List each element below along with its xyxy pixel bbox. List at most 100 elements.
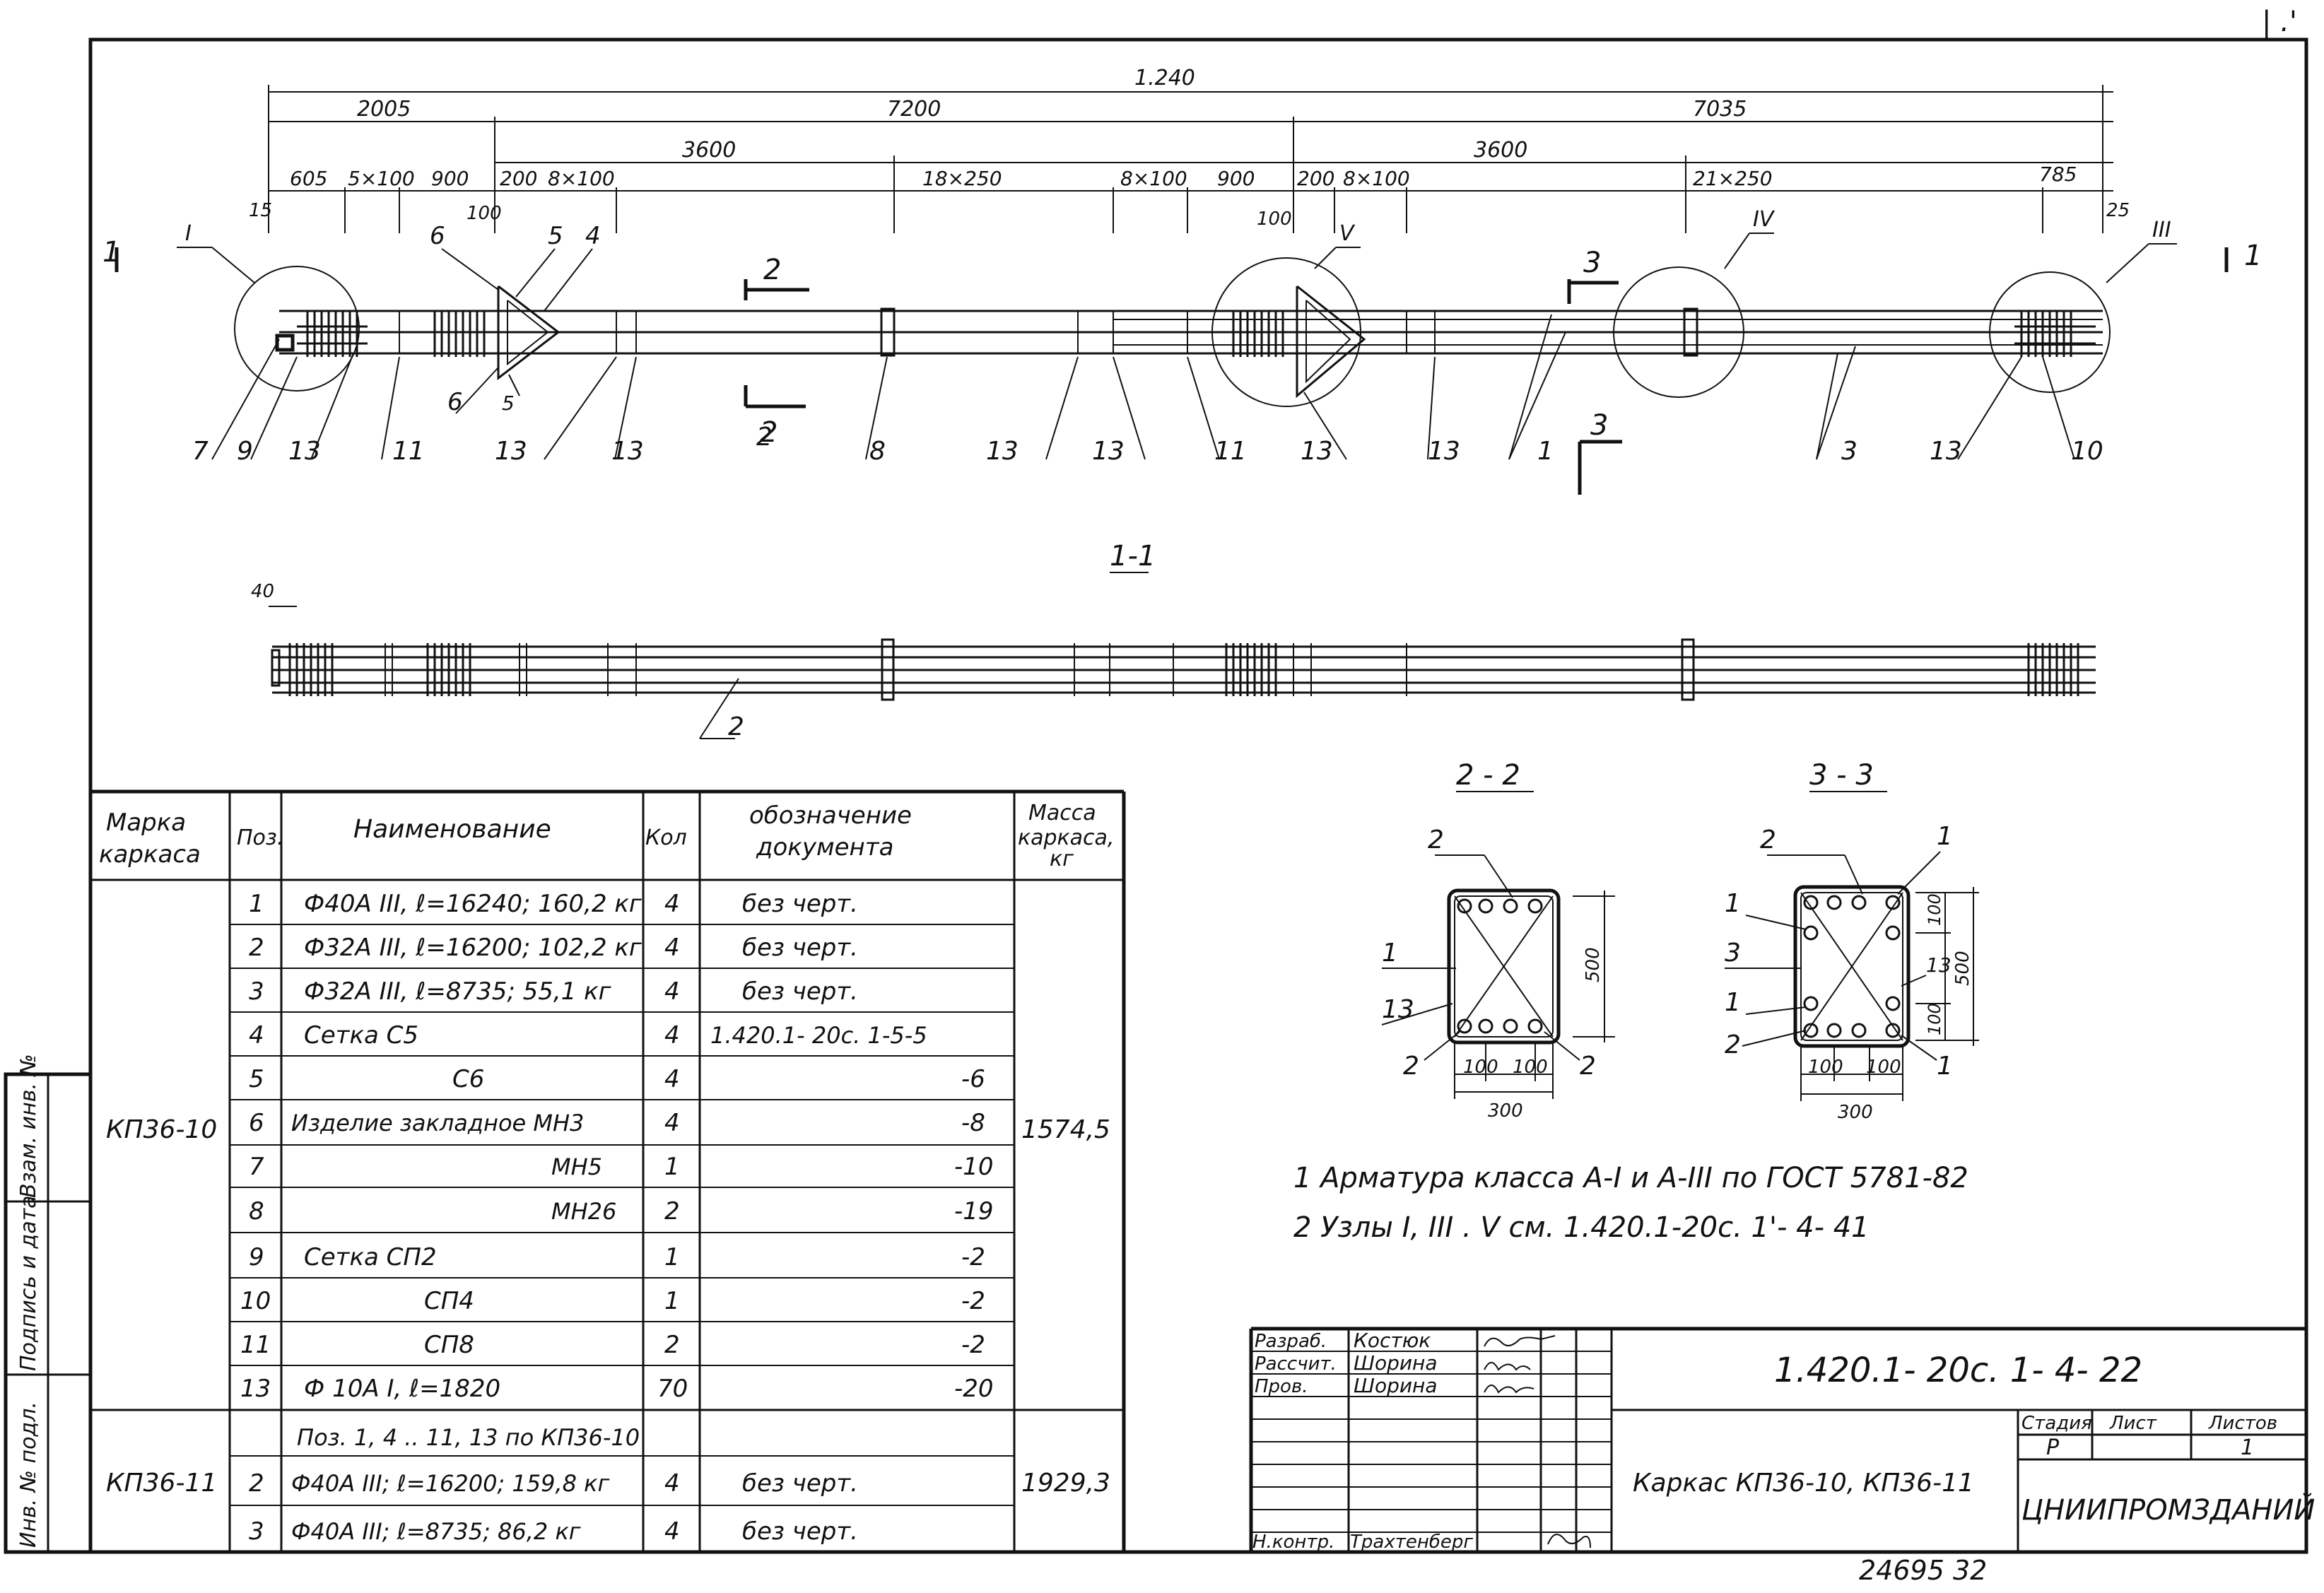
svg-text:Поз. 1, 4 .. 11, 13 по КП36-10: Поз. 1, 4 .. 11, 13 по КП36-10: [297, 1424, 640, 1451]
table-row: 10 СП4 1 -2: [240, 1287, 985, 1315]
dim-2005: 2005: [357, 97, 411, 122]
svg-text:8: 8: [249, 1197, 264, 1225]
dim-900-right: 900: [1217, 167, 1255, 190]
note-1: 1 Арматура класса А-I и А-III по ГОСТ 57…: [1293, 1162, 1968, 1194]
plan-view: 1.240 2005 7200 7035 3600 3600 605 5×100…: [102, 66, 2262, 495]
svg-text:9: 9: [249, 1243, 264, 1271]
svg-text:5: 5: [249, 1065, 264, 1093]
dim-7035: 7035: [1693, 97, 1747, 122]
tb-stage: Р: [2046, 1435, 2060, 1460]
stirrup-cluster-right: [2014, 311, 2096, 357]
callout-13-f: 13: [1301, 437, 1333, 466]
s33-dim-100-a: 100: [1808, 1057, 1843, 1078]
tb-role-4: Н.контр.: [1252, 1532, 1334, 1553]
dim-21x250: 21×250: [1693, 167, 1773, 190]
signature-2: [1484, 1362, 1531, 1371]
svg-text:2: 2: [249, 1469, 264, 1498]
table-row: 2 Ф32А III, ℓ=16200; 102,2 кг 4 без черт…: [249, 934, 858, 962]
th-name: Наименование: [353, 815, 551, 844]
table-row: 11 СП8 2 -2: [240, 1331, 985, 1359]
svg-text:1: 1: [249, 890, 264, 918]
svg-text:без черт.: без черт.: [742, 934, 858, 962]
dim-25: 25: [2106, 200, 2130, 221]
tb-sheets: 1: [2241, 1435, 2254, 1460]
svg-text:4: 4: [664, 934, 680, 962]
table-row: 2 Ф40А III; ℓ=16200; 159,8 кг 4 без черт…: [249, 1469, 858, 1498]
svg-text:-19: -19: [954, 1197, 994, 1225]
node-circle-V: [1211, 257, 1361, 407]
dim-18x250: 18×250: [922, 167, 1002, 190]
spacer-pos8-right: [1683, 307, 1698, 357]
table-row: 6 Изделие закладное МН3 4 -8: [249, 1109, 985, 1137]
s33-label-2-top: 2: [1760, 825, 1776, 854]
corner-number: | .': [2262, 6, 2297, 38]
side-stamp: Инв. № подл. Подпись и дата Взам. инв. №: [4, 1054, 93, 1554]
section-mark-3-bottom: 3: [1590, 409, 1608, 442]
svg-text:-8: -8: [961, 1109, 985, 1137]
svg-text:2: 2: [664, 1197, 680, 1225]
tb-name-2: Шорина: [1354, 1351, 1438, 1375]
svg-text:-2: -2: [961, 1243, 985, 1271]
callout-11-a: 11: [392, 437, 425, 466]
sheet-frame: [88, 37, 2308, 1554]
s33-dim-300: 300: [1838, 1102, 1873, 1123]
callout-13-c: 13: [611, 437, 644, 466]
svg-text:без черт.: без черт.: [742, 977, 858, 1006]
svg-text:Ф32А III, ℓ=8735; 55,1 кг: Ф32А III, ℓ=8735; 55,1 кг: [304, 977, 612, 1006]
svg-text:-10: -10: [954, 1153, 994, 1181]
dim-100-right: 100: [1257, 208, 1292, 230]
dim-8x100-left: 8×100: [548, 167, 615, 190]
section-mark-1-right: 1: [2244, 240, 2262, 272]
s33-label-1-mid: 1: [1725, 988, 1741, 1017]
callout-13-b: 13: [495, 437, 527, 466]
dim-605: 605: [290, 167, 327, 190]
section-mark-2-bottom: 2: [760, 416, 777, 449]
dim-3600-left: 3600: [682, 138, 736, 163]
s22-label-2-top: 2: [1428, 825, 1444, 854]
signature-3: [1484, 1385, 1534, 1394]
svg-text:МН5: МН5: [551, 1153, 602, 1180]
svg-text:4: 4: [664, 977, 680, 1006]
svg-text:4: 4: [664, 1109, 680, 1137]
callout-5-top: 5: [548, 222, 563, 250]
mesh-c5-right: [1296, 285, 1366, 399]
s33-dim-500: 500: [1952, 951, 1973, 986]
dim-3600-right: 3600: [1474, 138, 1527, 163]
dim-785: 785: [2039, 163, 2077, 186]
svg-text:СП8: СП8: [424, 1331, 474, 1359]
dim-200-left: 200: [500, 167, 537, 190]
callout-11-b: 11: [1214, 437, 1247, 466]
svg-text:4: 4: [664, 1517, 680, 1546]
dim-900-left: 900: [431, 167, 469, 190]
svg-text:4: 4: [249, 1021, 264, 1050]
svg-text:1: 1: [664, 1243, 680, 1271]
svg-text:Ф32А III, ℓ=16200; 102,2 кг: Ф32А III, ℓ=16200; 102,2 кг: [304, 934, 642, 962]
svg-text:6: 6: [249, 1109, 264, 1137]
table-row: Поз. 1, 4 .. 11, 13 по КП36-10: [297, 1424, 640, 1451]
s33-dim-100-bottom: 100: [1925, 1003, 1944, 1035]
node-circle-I: [234, 266, 360, 392]
group1-mass: 1574,5: [1021, 1115, 1110, 1144]
svg-text:С6: С6: [452, 1065, 484, 1093]
svg-text:3: 3: [249, 977, 264, 1006]
callout-6-bottom: 6: [447, 388, 463, 416]
table-row: 9 Сетка СП2 1 -2: [249, 1243, 985, 1271]
section-mark-1-left: 1: [102, 236, 120, 269]
svg-text:без черт.: без черт.: [742, 1517, 858, 1546]
callout-6-top: 6: [430, 222, 445, 250]
s22-label-2-br: 2: [1580, 1052, 1596, 1081]
tb-stage-label: Стадия: [2021, 1413, 2092, 1434]
callout-9: 9: [237, 437, 253, 466]
svg-text:1: 1: [664, 1153, 680, 1181]
svg-text:без черт.: без черт.: [742, 890, 858, 918]
s33-label-3: 3: [1725, 939, 1741, 968]
dim-8x100-right: 8×100: [1343, 167, 1410, 190]
spacer-pos8-left: [880, 307, 896, 357]
tb-name-4: Трахтенберг: [1350, 1532, 1473, 1553]
section-mark-3-top: 3: [1583, 247, 1601, 279]
callout-10: 10: [2071, 437, 2103, 466]
section-2-2-title: 2 - 2: [1456, 759, 1520, 792]
